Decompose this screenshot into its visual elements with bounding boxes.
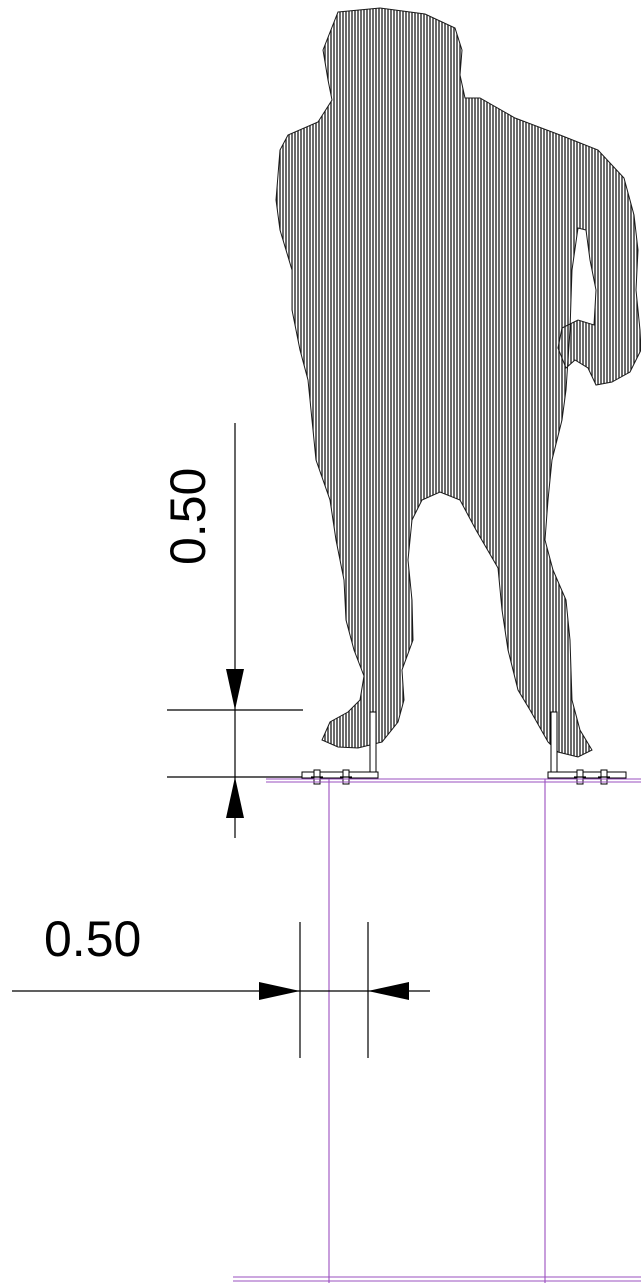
left-support-post — [369, 711, 377, 779]
right-support-post — [550, 711, 558, 779]
reference-lines — [233, 778, 641, 1283]
vertical-dimension-arrow-top — [226, 669, 244, 710]
vertical-dimension-label: 0.50 — [160, 468, 216, 565]
vertical-dimension: 0.50 — [160, 423, 303, 838]
horizontal-dimension-label: 0.50 — [44, 911, 141, 967]
vertical-dimension-arrow-bottom — [226, 777, 244, 818]
figure-silhouette — [275, 7, 641, 758]
bolt-brackets — [311, 769, 610, 785]
horizontal-dimension: 0.50 — [12, 911, 430, 1058]
horizontal-dimension-arrow-right — [368, 982, 409, 1000]
horizontal-dimension-arrow-left — [259, 982, 300, 1000]
left-base-plate — [301, 771, 379, 779]
right-base-plate — [547, 771, 627, 779]
